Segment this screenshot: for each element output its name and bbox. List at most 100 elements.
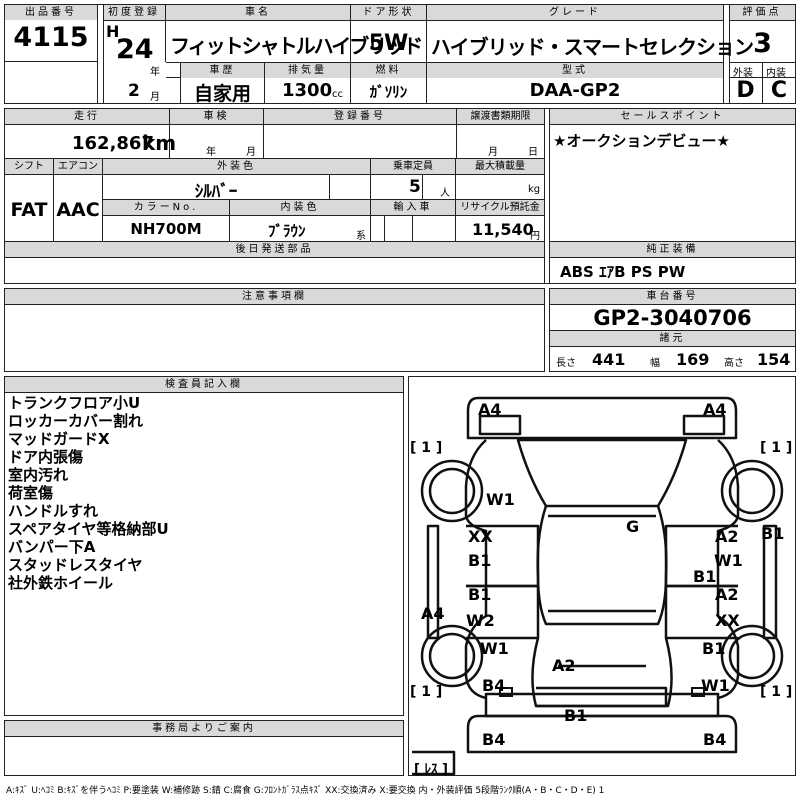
mark-r-rear-door-a: A2 <box>715 585 739 604</box>
history: 自家用 <box>193 83 251 105</box>
header-block <box>4 4 796 104</box>
lot-number: 4115 <box>13 22 89 53</box>
car-name: フィットシャトルハイブリッド <box>170 34 423 58</box>
capacity-label: 乗車定員 <box>371 159 455 174</box>
interior-grade: C <box>770 78 788 103</box>
dims-label: 諸元 <box>550 331 795 346</box>
max-load-label: 最大積載量 <box>456 159 544 174</box>
score-label: 評価点 <box>729 5 795 20</box>
exterior-label: 外装 <box>733 68 753 79</box>
mark-fr-corner: A4 <box>703 400 727 419</box>
model-label: 型式 <box>427 63 723 78</box>
first-reg-year: 24 <box>116 34 154 65</box>
equipment: ABS ｴｱB PS PW <box>560 263 686 281</box>
recycle-unit: 円 <box>530 231 540 242</box>
deadline-label: 譲渡書類期限 <box>457 109 544 124</box>
grade-label: グレード <box>427 5 723 20</box>
first-reg-label: 初度登録 <box>103 5 165 20</box>
insp-month-unit: 月 <box>246 147 256 158</box>
mark-l-rear-door-a: B1 <box>468 585 492 604</box>
chassis-label: 車台番号 <box>550 289 795 304</box>
insp-year-unit: 年 <box>206 147 216 158</box>
score: 3 <box>753 28 772 59</box>
color-number: NH700M <box>130 220 202 238</box>
recycle-label: リサイクル預託金 <box>456 200 544 215</box>
note-item: スタッドレスタイヤ <box>8 556 143 574</box>
caution-box <box>4 288 545 372</box>
color-label: 外装色 <box>103 159 370 174</box>
sales-point-label: セールスポイント <box>550 109 795 124</box>
length-label: 長さ <box>556 358 576 369</box>
mileage-unit: km <box>142 131 177 155</box>
color-no-label: カラーNo. <box>103 200 229 215</box>
mark-r-rear-quarter: W1 <box>701 676 730 695</box>
caution-label: 注意事項欄 <box>5 289 544 304</box>
exterior-grade: D <box>736 78 755 103</box>
max-load-unit: kg <box>528 184 541 195</box>
mileage: 162,867 <box>72 133 154 154</box>
mark-l-front-fender: W1 <box>486 490 515 509</box>
mark-r-front-door-b: W1 <box>714 551 743 570</box>
shift: FAT <box>10 199 48 221</box>
recycle-fee: 11,540 <box>472 220 534 239</box>
mark-rear-bumper-top: B1 <box>564 706 588 725</box>
note-item: スペアタイヤ等格納部U <box>8 520 169 538</box>
mark-l-side: A4 <box>421 604 445 623</box>
inspection-label: 車検 <box>170 109 263 124</box>
length: 441 <box>592 350 626 369</box>
sales-point: ★オークションデビュー★ <box>553 132 730 150</box>
inspector-notes: トランクフロア小U ロッカーカバー割れ マッドガードX ドア内張傷 室内汚れ 荷… <box>8 394 400 592</box>
interior-label: 内装 <box>766 68 786 79</box>
car-diagram-box <box>408 376 796 776</box>
deadline-month-unit: 月 <box>488 147 498 158</box>
mark-r-rocker: B1 <box>693 567 717 586</box>
later-parts-label: 後日発送部品 <box>5 242 544 257</box>
office-label: 事務局よりご案内 <box>5 721 403 736</box>
note-item: 社外鉄ホイール <box>8 574 114 592</box>
mark-l-rear-door-b: W2 <box>466 611 495 630</box>
mark-r-rear-door-b: XX <box>715 611 740 630</box>
mark-r-rear-fender: B1 <box>702 639 726 658</box>
note-item: バンパー下A <box>8 538 96 556</box>
width: 169 <box>676 350 710 369</box>
mark-r-front-door-a: A2 <box>715 527 739 546</box>
office-box <box>4 720 404 776</box>
mark-tire-fr: [ 1 ] <box>760 440 793 456</box>
mark-rear-glass: A2 <box>552 656 576 675</box>
interior-color: ﾌﾞﾗｳﾝ <box>268 222 306 240</box>
mark-spare: [ ﾚｽ ] <box>414 762 448 777</box>
history-label: 車歴 <box>181 63 264 78</box>
mark-l-front-door-b: B1 <box>468 551 492 570</box>
fuel: ｶﾞｿﾘﾝ <box>369 83 408 101</box>
note-item: ハンドルすれ <box>8 502 99 520</box>
ac-label: エアコン <box>54 159 102 174</box>
capacity-unit: 人 <box>440 188 450 199</box>
note-item: マッドガードX <box>8 430 110 448</box>
ac: AAC <box>56 199 100 221</box>
displacement-unit: cc <box>332 89 343 100</box>
door-label: ドア形状 <box>351 5 426 20</box>
deadline-day-unit: 日 <box>528 147 538 158</box>
chassis-number: GP2-3040706 <box>593 306 752 330</box>
mark-l-front-door-a: XX <box>468 527 493 546</box>
month-unit: 月 <box>150 92 160 103</box>
note-item: 室内汚れ <box>8 466 69 484</box>
car-diagram <box>412 396 784 776</box>
height-label: 高さ <box>724 358 744 369</box>
mark-roof: G <box>626 517 640 536</box>
note-item: トランクフロア小U <box>8 394 141 412</box>
lot-no-label: 出品番号 <box>5 5 97 20</box>
import-label: 輸入車 <box>371 200 455 215</box>
fuel-label: 燃料 <box>351 63 426 78</box>
mark-l-rear-quarter: B4 <box>482 676 506 695</box>
note-item: ドア内張傷 <box>8 448 84 466</box>
car-name-label: 車名 <box>166 5 350 20</box>
mark-tire-rr: [ 1 ] <box>760 684 793 700</box>
capacity: 5 <box>409 177 421 197</box>
shift-label: シフト <box>5 159 53 174</box>
body-color: ｼﾙﾊﾞｰ <box>194 182 238 202</box>
width-label: 幅 <box>650 358 660 369</box>
mark-r-side: B1 <box>761 524 785 543</box>
equipment-label: 純正装備 <box>550 242 795 257</box>
mark-rl-corner: B4 <box>482 730 506 749</box>
